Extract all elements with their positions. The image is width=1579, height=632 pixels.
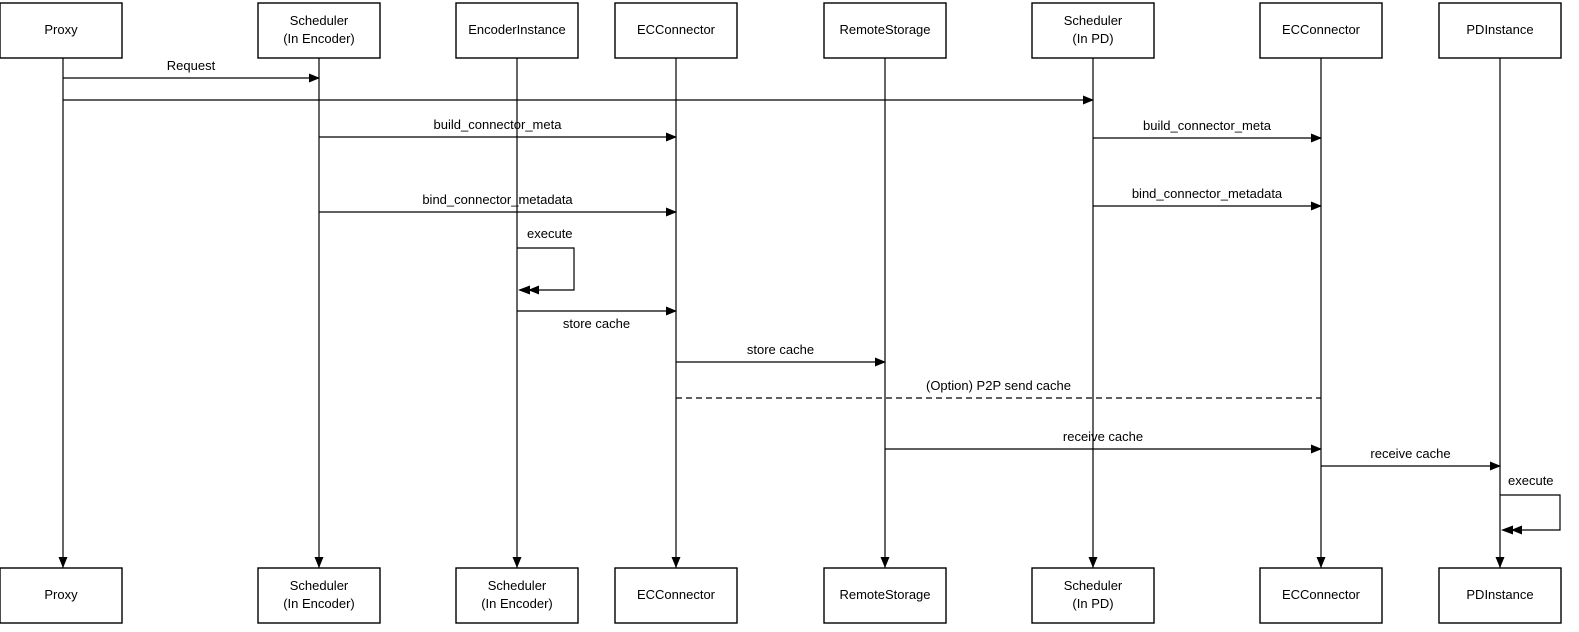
lifeline-end-arrow-pdinstance <box>1495 557 1505 568</box>
participant-box-bottom-remotestorage[interactable]: RemoteStorage <box>823 567 947 624</box>
self-message-s1[interactable]: execute <box>517 226 575 295</box>
message-label-m1: Request <box>167 58 216 73</box>
participant-box-top-proxy[interactable]: Proxy <box>0 2 123 59</box>
self-message-path-s1 <box>517 247 575 295</box>
self-messages-layer: execute execute <box>517 226 1561 535</box>
participant-label-line2: (In Encoder) <box>283 596 355 611</box>
participant-box-bottom-encoder-inst[interactable]: Scheduler (In Encoder) <box>455 567 579 624</box>
participant-label-line1: ECConnector <box>1282 587 1361 602</box>
participant-label-line2: (In Encoder) <box>481 596 553 611</box>
lifeline-end-arrow-ecconnector-1 <box>671 557 681 568</box>
message-m11[interactable]: receive cache <box>1321 446 1501 471</box>
participant-box-frame <box>257 2 381 59</box>
participant-box-top-remotestorage[interactable]: RemoteStorage <box>823 2 947 59</box>
participant-label-line1: ECConnector <box>637 22 716 37</box>
message-m6[interactable]: bind_connector_metadata <box>1093 186 1322 211</box>
lifeline-end-arrow-remotestorage <box>880 557 890 568</box>
participant-box-frame <box>1259 2 1383 59</box>
message-label-m8: store cache <box>747 342 814 357</box>
message-m3[interactable]: build_connector_meta <box>319 117 677 142</box>
participant-box-frame <box>1438 2 1562 59</box>
message-label-m7: store cache <box>563 316 630 331</box>
message-label-m9: (Option) P2P send cache <box>926 378 1071 393</box>
participant-box-frame <box>1438 567 1562 624</box>
message-m7[interactable]: store cache <box>517 306 677 331</box>
self-message-label-s2: execute <box>1508 473 1554 488</box>
participant-box-frame <box>257 567 381 624</box>
participant-box-bottom-ecconnector-1[interactable]: ECConnector <box>614 567 738 624</box>
participant-label-line1: Scheduler <box>290 13 349 28</box>
message-label-m3: build_connector_meta <box>434 117 563 132</box>
participant-box-frame <box>614 2 738 59</box>
participant-box-bottom-pdinstance[interactable]: PDInstance <box>1438 567 1562 624</box>
lifeline-end-arrow-ecconnector-2 <box>1316 557 1326 568</box>
lifeline-end-arrow-encoder-inst <box>512 557 522 568</box>
participant-box-top-sched-pd[interactable]: Scheduler (In PD) <box>1031 2 1155 59</box>
participant-label-line1: ECConnector <box>1282 22 1361 37</box>
message-m10[interactable]: receive cache <box>885 429 1322 454</box>
message-label-m5: bind_connector_metadata <box>422 192 573 207</box>
message-label-m4: build_connector_meta <box>1143 118 1272 133</box>
participant-label-line2: (In Encoder) <box>283 31 355 46</box>
participant-label-line1: PDInstance <box>1466 587 1533 602</box>
participant-label-line1: RemoteStorage <box>839 587 930 602</box>
participant-label-line2: (In PD) <box>1072 596 1113 611</box>
participant-box-bottom-sched-pd[interactable]: Scheduler (In PD) <box>1031 567 1155 624</box>
participant-box-frame <box>0 2 123 59</box>
participant-box-frame <box>1259 567 1383 624</box>
participant-label-line1: Scheduler <box>488 578 547 593</box>
lifeline-end-arrow-sched-pd <box>1088 557 1098 568</box>
self-message-label-s1: execute <box>527 226 573 241</box>
participant-label-line1: Proxy <box>44 587 78 602</box>
self-message-s2[interactable]: execute <box>1500 473 1561 535</box>
lifeline-end-arrow-sched-enc <box>314 557 324 568</box>
participant-label-line1: Scheduler <box>1064 13 1123 28</box>
participant-box-frame <box>823 567 947 624</box>
participant-box-frame <box>455 2 579 59</box>
participant-box-frame <box>455 567 579 624</box>
participant-box-bottom-ecconnector-2[interactable]: ECConnector <box>1259 567 1383 624</box>
self-message-path-s2 <box>1500 494 1561 535</box>
participant-box-bottom-proxy[interactable]: Proxy <box>0 567 123 624</box>
participant-label-line2: (In PD) <box>1072 31 1113 46</box>
message-m4[interactable]: build_connector_meta <box>1093 118 1322 143</box>
participant-box-frame <box>1031 567 1155 624</box>
participant-box-bottom-sched-enc[interactable]: Scheduler (In Encoder) <box>257 567 381 624</box>
participant-box-frame <box>0 567 123 624</box>
self-message-arrowhead-s2 <box>1501 525 1513 535</box>
participant-box-frame <box>1031 2 1155 59</box>
participant-box-top-ecconnector-2[interactable]: ECConnector <box>1259 2 1383 59</box>
message-label-m11: receive cache <box>1370 446 1450 461</box>
participant-label-line1: Scheduler <box>290 578 349 593</box>
lifelines-layer <box>58 58 1505 568</box>
self-message-arrowhead-s1 <box>518 285 530 295</box>
participant-box-top-pdinstance[interactable]: PDInstance <box>1438 2 1562 59</box>
participant-label-line1: PDInstance <box>1466 22 1533 37</box>
participant-box-top-ecconnector-1[interactable]: ECConnector <box>614 2 738 59</box>
top-participant-boxes: Proxy Scheduler (In Encoder) EncoderInstanc… <box>0 2 1562 59</box>
lifeline-end-arrow-proxy <box>58 557 68 568</box>
participant-box-frame <box>614 567 738 624</box>
message-m1[interactable]: Request <box>63 58 320 83</box>
participant-box-top-encoder-inst[interactable]: EncoderInstance <box>455 2 579 59</box>
participant-box-top-sched-enc[interactable]: Scheduler (In Encoder) <box>257 2 381 59</box>
messages-layer: Request build_connector_meta build_connect… <box>63 58 1501 471</box>
participant-label-line1: Proxy <box>44 22 78 37</box>
message-m5[interactable]: bind_connector_metadata <box>319 192 677 217</box>
participant-label-line1: ECConnector <box>637 587 716 602</box>
participant-label-line1: RemoteStorage <box>839 22 930 37</box>
participant-label-line1: EncoderInstance <box>468 22 566 37</box>
participant-box-frame <box>823 2 947 59</box>
message-label-m10: receive cache <box>1063 429 1143 444</box>
message-m9[interactable]: (Option) P2P send cache <box>676 378 1321 399</box>
bottom-participant-boxes: Proxy Scheduler (In Encoder) Scheduler (In E… <box>0 567 1562 624</box>
participant-label-line1: Scheduler <box>1064 578 1123 593</box>
message-m8[interactable]: store cache <box>676 342 886 367</box>
message-label-m6: bind_connector_metadata <box>1132 186 1283 201</box>
